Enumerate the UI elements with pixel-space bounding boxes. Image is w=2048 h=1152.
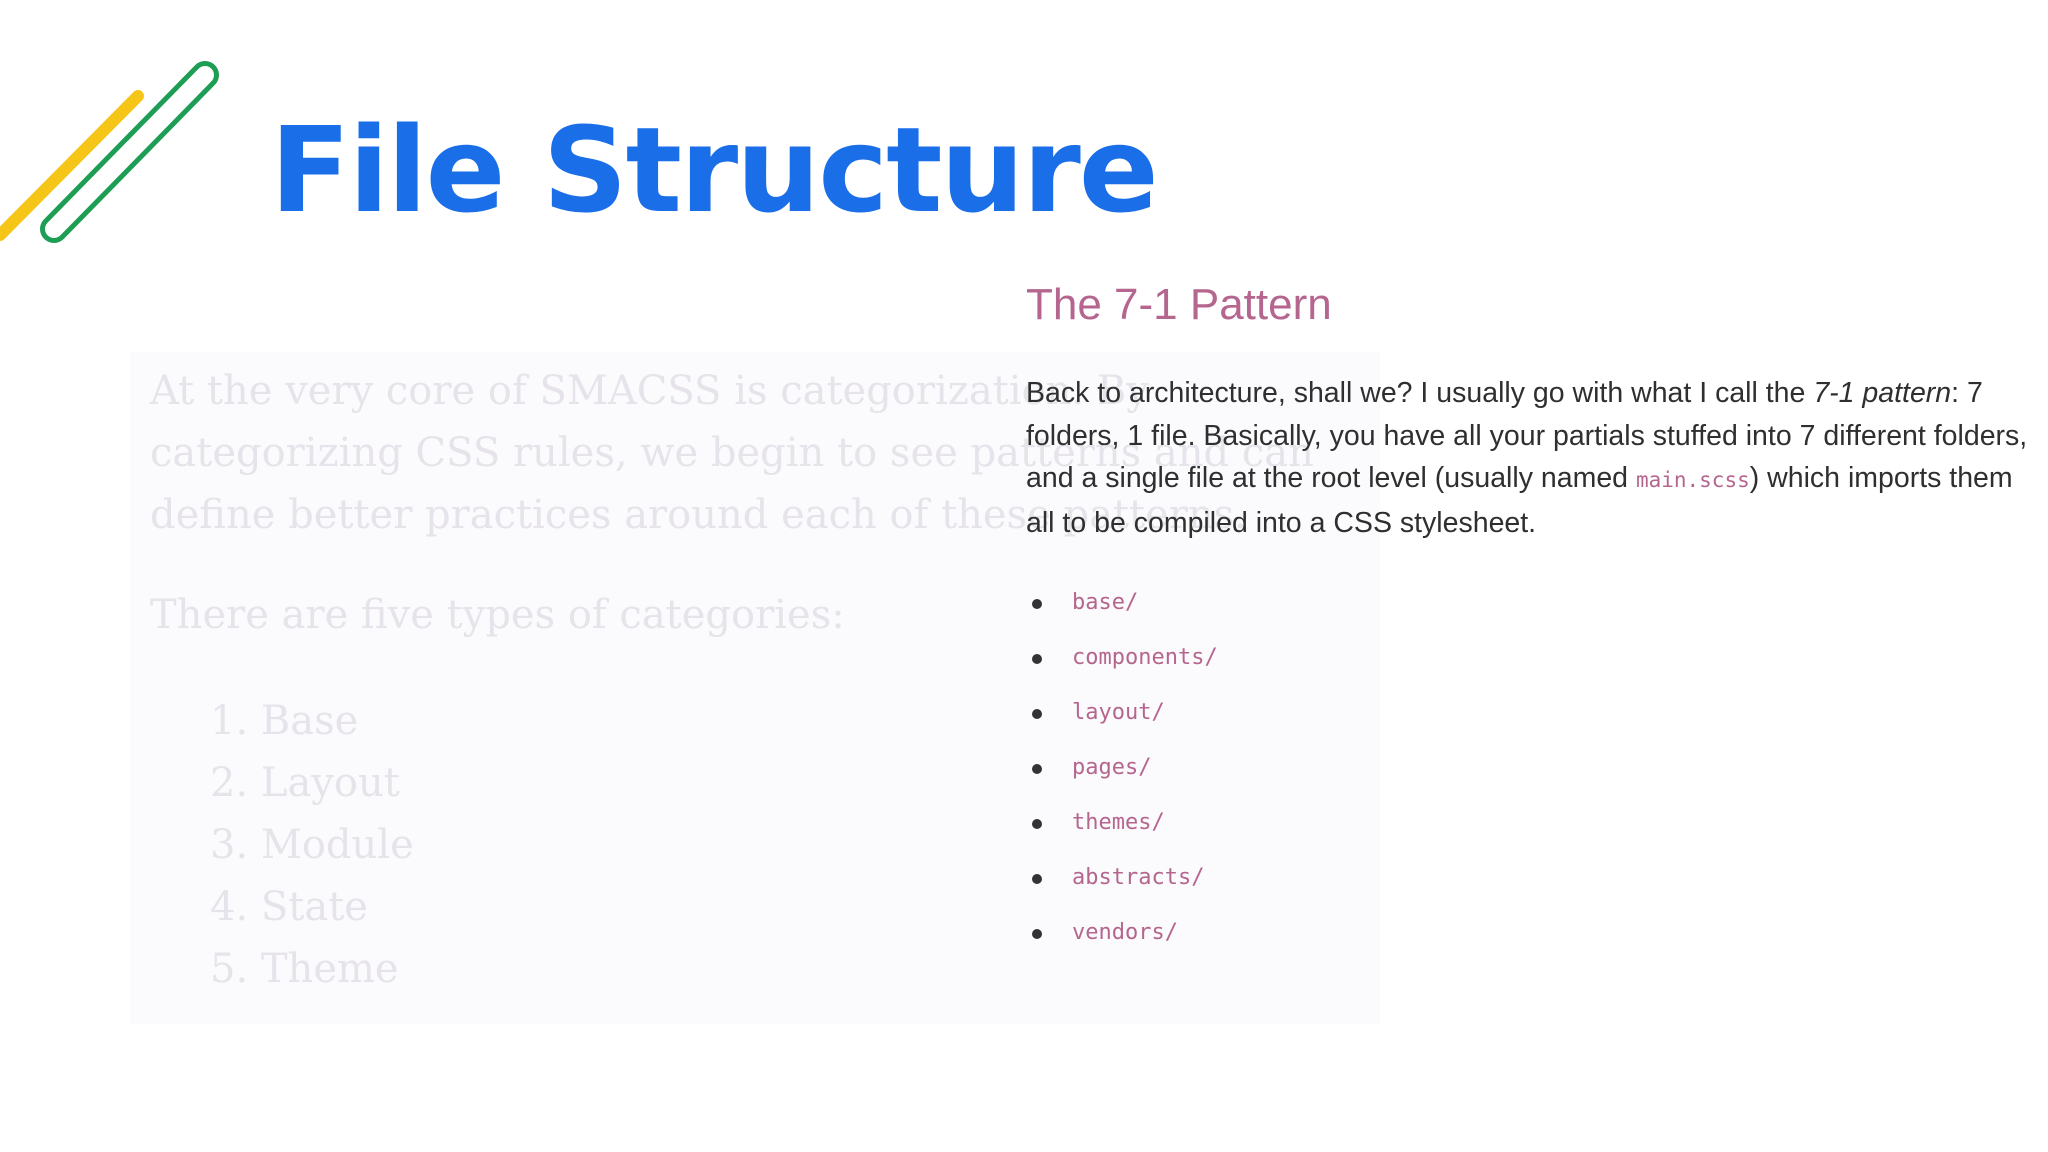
list-item: 3. Module [210,822,414,868]
paragraph-text: : 7 folders, 1 file. Basically, you have… [1026,377,2028,494]
paragraph-emphasis: 7-1 pattern [1813,377,1952,409]
paragraph-text: ) which imports them all to be compiled … [1026,462,2013,539]
bullet-icon [1032,874,1042,884]
folder-name: abstracts/ [1072,865,1205,890]
bullet-icon [1032,709,1042,719]
bullet-icon [1032,929,1042,939]
bullet-icon [1032,654,1042,664]
list-item: 5. Theme [210,946,399,992]
background-intro: There are five types of categories: [150,592,845,638]
folder-name: base/ [1072,590,1139,615]
folder-name: pages/ [1072,755,1152,780]
list-item: 1. Base [210,698,359,744]
list-item: layout/ [1026,692,1218,747]
background-screenshot: At the very core of SMACSS is categoriza… [130,352,1380,1024]
background-paragraph: At the very core of SMACSS is categoriza… [150,368,1314,538]
list-item: 4. State [210,884,368,930]
slide-title: File Structure [270,101,1159,239]
pattern-paragraph: Back to architecture, shall we? I usuall… [1026,372,2036,544]
folder-name: components/ [1072,645,1218,670]
list-item: components/ [1026,637,1218,692]
list-item: base/ [1026,582,1218,637]
background-category-list: 1. Base 2. Layout 3. Module 4. State 5. … [210,690,414,1000]
list-item: pages/ [1026,747,1218,802]
list-item: themes/ [1026,802,1218,857]
diagonal-stripes-decoration [0,61,219,243]
list-item: vendors/ [1026,912,1218,967]
bullet-icon [1032,764,1042,774]
inline-code: main.scss [1635,468,1750,492]
folder-name: themes/ [1072,810,1165,835]
bullet-icon [1032,819,1042,829]
bullet-icon [1032,599,1042,609]
paragraph-text: Back to architecture, shall we? I usuall… [1026,377,1814,409]
folder-list: base/ components/ layout/ pages/ themes/… [1026,582,1218,967]
pattern-heading: The 7-1 Pattern [1026,280,1332,329]
list-item: abstracts/ [1026,857,1218,912]
folder-name: vendors/ [1072,920,1178,945]
list-item: 2. Layout [210,760,400,806]
folder-name: layout/ [1072,700,1165,725]
